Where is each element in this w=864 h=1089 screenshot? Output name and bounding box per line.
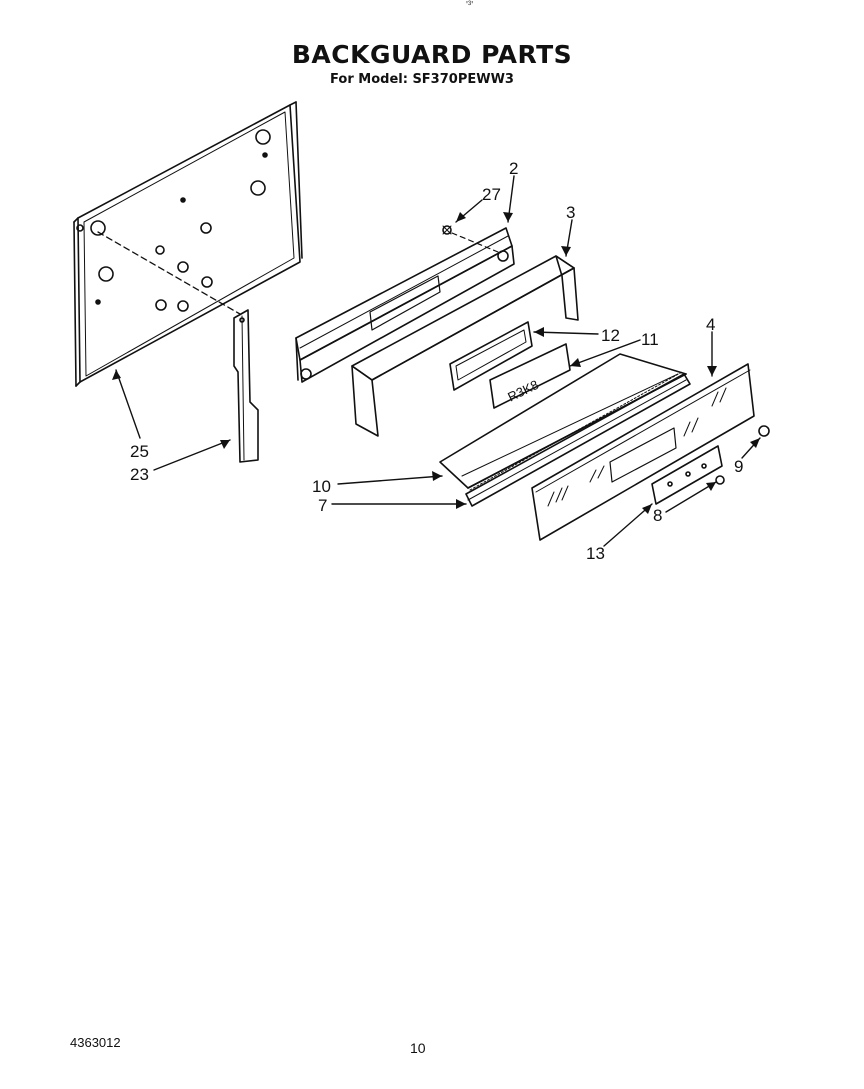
knob-part [758,425,770,437]
document-number: 4363012 [70,1035,121,1050]
leader-lines [115,175,761,547]
trim-strip-part [465,371,691,507]
callout-7: 7 [318,496,327,515]
callout-4: 4 [706,315,715,334]
callout-9: 9 [734,457,743,476]
callout-3: 3 [566,203,575,222]
callout-23: 23 [130,465,149,484]
callout-10: 10 [312,477,331,496]
rear-panel-part [73,101,303,387]
callout-8: 8 [653,506,662,525]
switch-plate-part [651,445,723,505]
callout-25: 25 [130,442,149,461]
page-title: BACKGUARD PARTS [291,40,573,69]
callout-13: 13 [586,544,605,563]
callout-2: 2 [509,159,518,178]
arrow-heads [112,212,760,514]
screw-part [442,225,499,253]
backguard-shroud-part [351,255,579,437]
callout-27: 27 [482,185,501,204]
page-number: 10 [410,1040,426,1056]
svg-text:R3K8: R3K8 [505,377,541,405]
model-subtitle: For Model: SF370PEWW3 [330,72,514,87]
knob-screw-part [715,475,725,485]
lens-part [449,321,533,391]
corner-mark: '³' [466,0,474,11]
callout-12: 12 [601,326,620,345]
panel-overlay-part [531,363,755,541]
mounting-channel-part [295,227,515,383]
timer-part: R3K8 [489,343,571,409]
callout-11: 11 [641,330,659,349]
side-bracket-part [233,309,259,463]
